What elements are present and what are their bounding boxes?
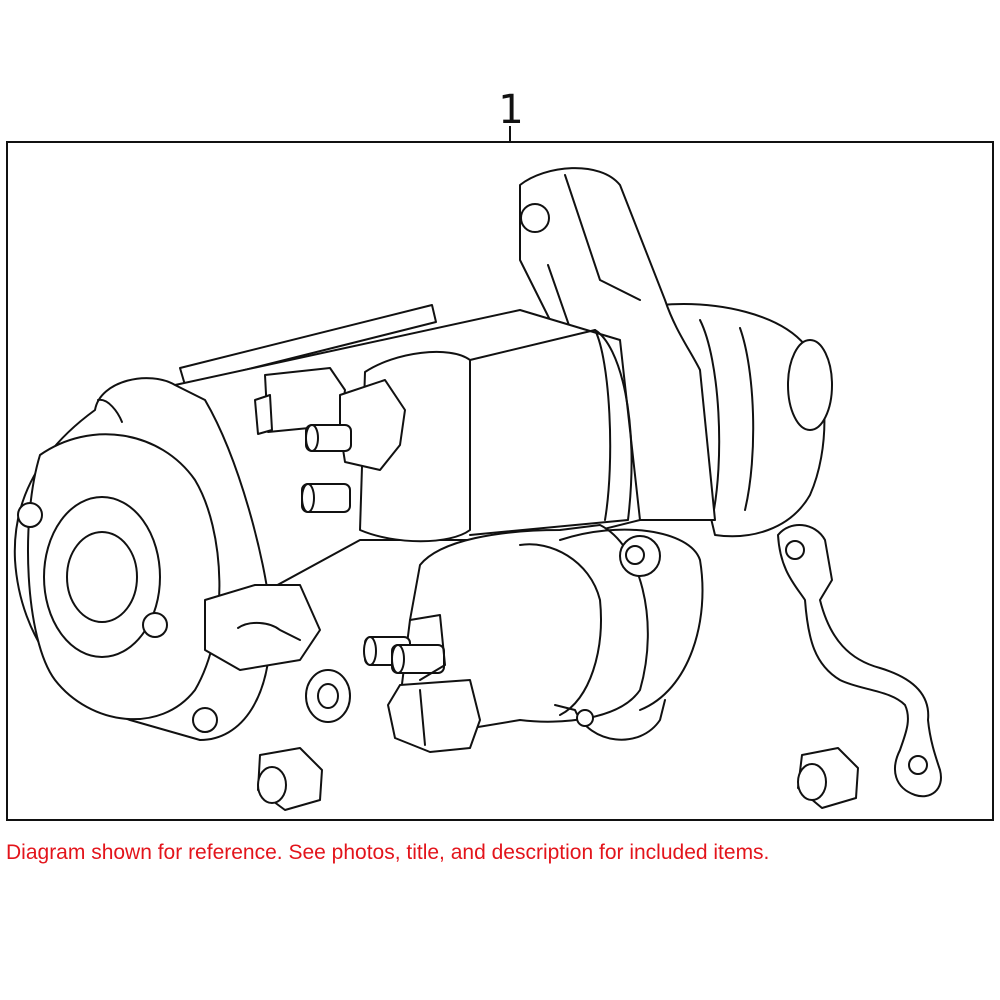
mounting-foot <box>554 699 666 741</box>
part-callout-number: 1 <box>498 87 524 133</box>
ground-cable <box>777 523 942 798</box>
end-cap-lug <box>204 584 321 671</box>
diagram-frame <box>6 141 994 821</box>
solenoid-terminal-upper <box>254 367 406 513</box>
hex-nut-right <box>797 747 859 809</box>
hex-nut-left <box>257 747 323 811</box>
callout-leader-line <box>509 126 511 142</box>
solenoid-terminal-lower <box>363 614 446 681</box>
washer <box>305 669 351 723</box>
drive-housing <box>659 303 833 538</box>
reference-disclaimer: Diagram shown for reference. See photos,… <box>6 841 770 864</box>
connector-plug <box>387 679 481 753</box>
